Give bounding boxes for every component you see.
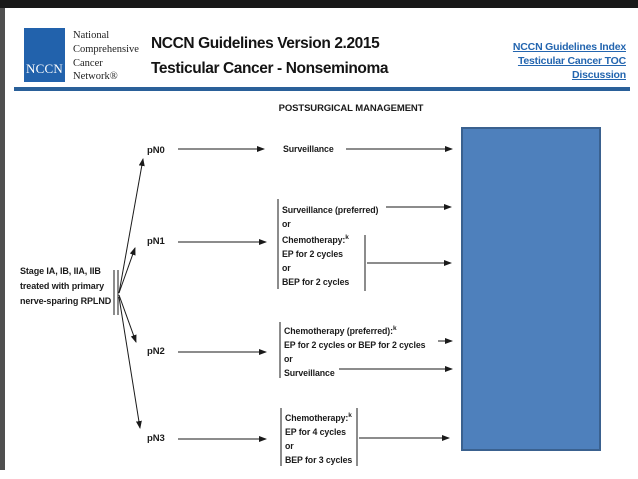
pn1-option-bep2: BEP for 2 cycles (282, 276, 350, 287)
pn2-option-chemotherapy: Chemotherapy (preferred):k (284, 325, 397, 336)
org-line: National (73, 30, 110, 41)
top-border-bar (0, 0, 638, 8)
root-line: treated with primary (20, 281, 105, 291)
pn1-option-surveillance: Surveillance (preferred) (282, 205, 379, 215)
pn3-option-bep3: BEP for 3 cycles (285, 454, 353, 465)
page-title-line2: Testicular Cancer - Nonseminoma (151, 60, 389, 77)
section-heading: POSTSURGICAL MANAGEMENT (278, 103, 424, 114)
link-testicular-cancer-toc[interactable]: Testicular Cancer TOC (517, 55, 626, 67)
nccn-logo: NCCN (24, 28, 65, 82)
pn1-option-ep2: EP for 2 cycles (282, 248, 343, 259)
footnote-k: k (348, 412, 352, 419)
header-links: NCCN Guidelines Index Testicular Cancer … (513, 40, 626, 82)
or-text: or (284, 353, 293, 364)
or-text: or (285, 440, 294, 451)
root-line: Stage IA, IB, IIA, IIB (20, 266, 101, 276)
org-line: Cancer (73, 57, 103, 69)
node-pn0: pN0 (147, 145, 165, 156)
header-divider-rule (14, 87, 630, 91)
pn3-options: Chemotherapy:k EP for 4 cycles or BEP fo… (285, 409, 352, 467)
node-pn2: pN2 (147, 346, 165, 357)
nccn-logo-abbr: NCCN (26, 61, 63, 76)
pn3-option-chemotherapy: Chemotherapy:k (285, 412, 352, 423)
pn1-option-chemotherapy: Chemotherapy:k (282, 234, 349, 245)
footnote-k: k (392, 325, 397, 332)
nccn-org-name: National Comprehensive Cancer Network® (73, 29, 139, 84)
or-text: or (282, 262, 291, 273)
fan-connectors (118, 158, 145, 429)
node-pn1: pN1 (147, 236, 165, 247)
root-node: Stage IA, IB, IIA, IIB treated with prim… (20, 264, 111, 309)
footnote-k: k (345, 234, 349, 241)
page-title-line1: NCCN Guidelines Version 2.2015 (151, 35, 380, 52)
link-discussion[interactable]: Discussion (571, 69, 626, 81)
org-line: Comprehensive (73, 43, 139, 55)
pn0-option-surveillance: Surveillance (283, 144, 334, 154)
pn3-option-ep4: EP for 4 cycles (285, 426, 346, 437)
page-title: NCCN Guidelines Version 2.2015 Testicula… (151, 31, 389, 81)
or-text: or (282, 219, 291, 229)
org-line: Network® (73, 71, 118, 83)
pn2-option-surveillance: Surveillance (284, 367, 335, 378)
left-border-bar (0, 8, 5, 470)
outcome-box (461, 127, 601, 451)
pn2-option-ep-bep: EP for 2 cycles or BEP for 2 cycles (284, 339, 426, 350)
pn1-options: Surveillance (preferred) or Chemotherapy… (282, 203, 378, 289)
root-bracket (113, 270, 119, 315)
link-nccn-guidelines-index[interactable]: NCCN Guidelines Index (512, 41, 626, 53)
node-pn3: pN3 (147, 433, 165, 444)
pn2-options: Chemotherapy (preferred):k EP for 2 cycl… (284, 322, 426, 380)
root-line: nerve-sparing RPLND (20, 296, 112, 306)
